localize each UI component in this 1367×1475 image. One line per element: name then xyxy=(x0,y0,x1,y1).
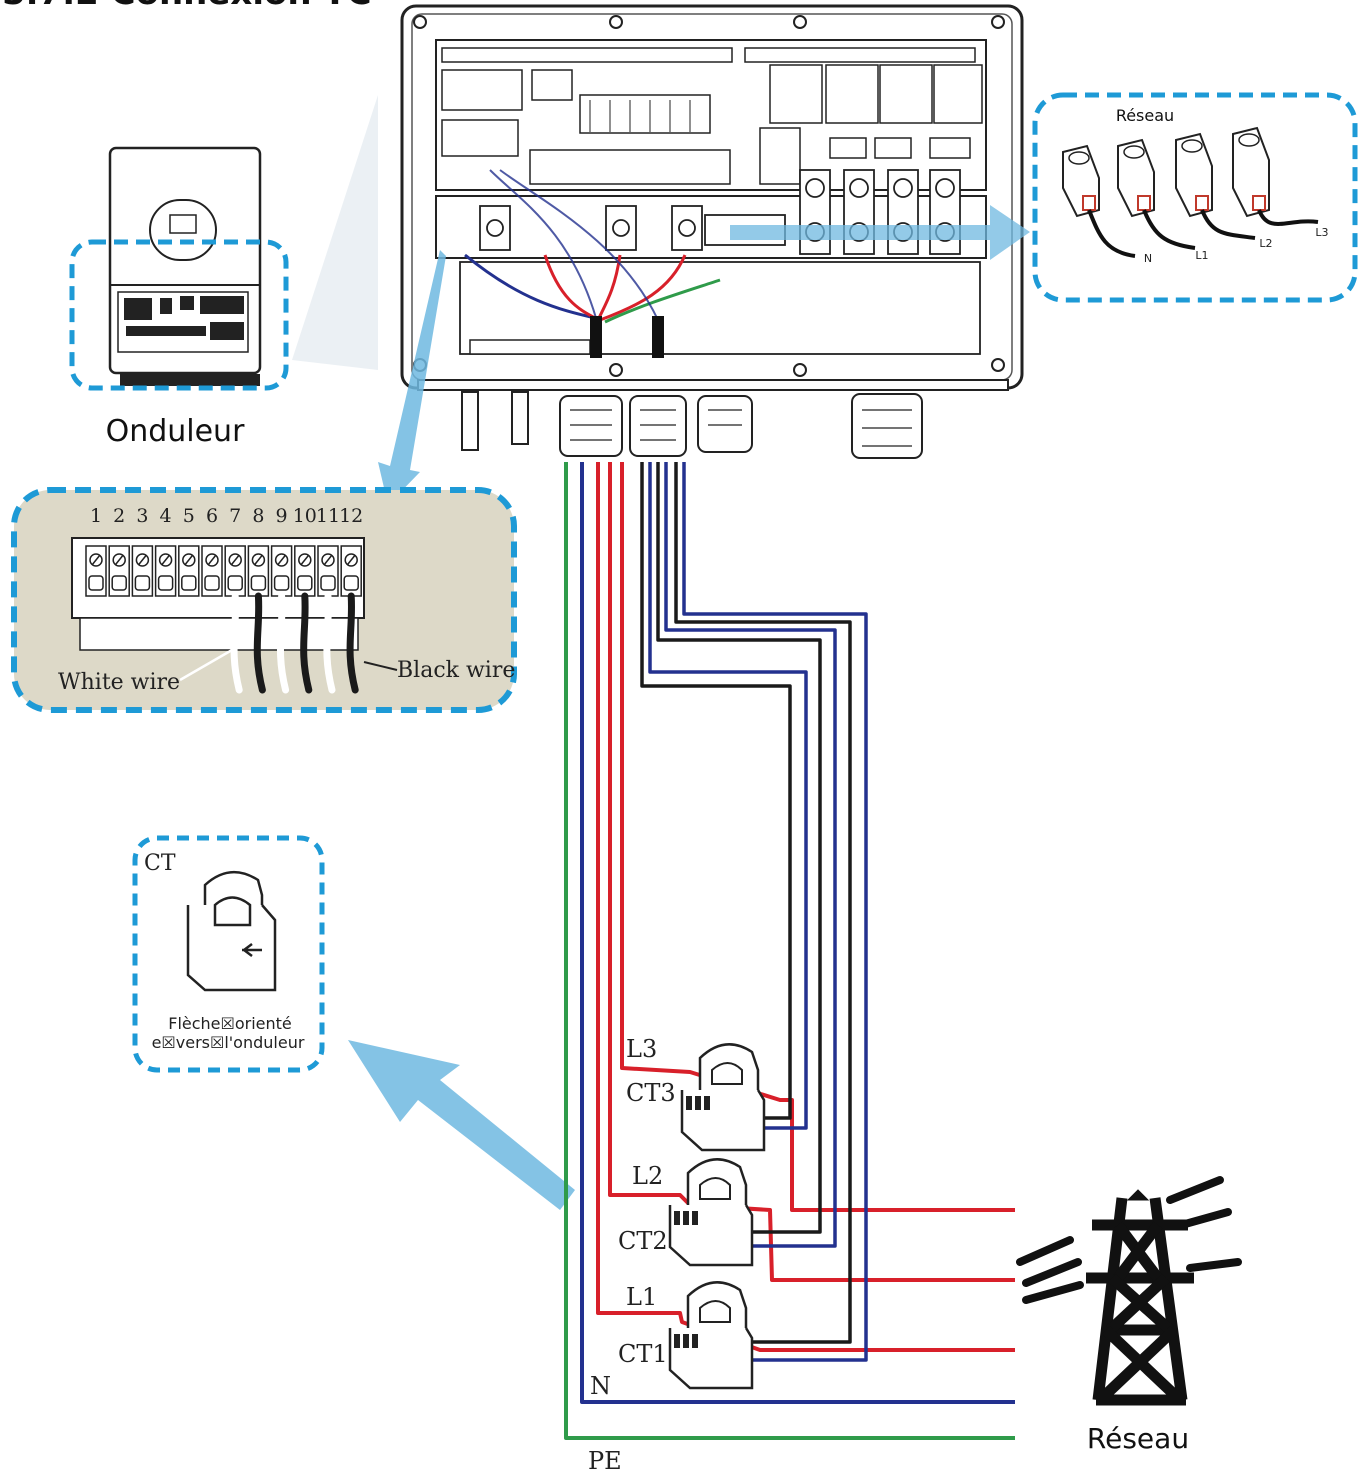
terminal-pin-10: 10 xyxy=(293,505,317,597)
ct-clamp-group xyxy=(668,1043,766,1390)
l1-wire xyxy=(596,462,1015,1352)
grid-terminal-label: L2 xyxy=(1259,237,1272,250)
ct3-blue-wire xyxy=(648,462,808,1130)
black-wire-label: Black wire xyxy=(397,658,515,683)
ct-note-line2: e☒vers☒l'onduleur xyxy=(152,1033,305,1052)
terminal-pin-12: 12 xyxy=(339,505,363,597)
ct2-blue-wire xyxy=(664,462,837,1248)
white-wire xyxy=(323,592,336,694)
grid-terminal-l3: L3 xyxy=(1232,126,1329,239)
terminal-pin-number: 9 xyxy=(276,505,288,527)
l3-wire xyxy=(620,462,1015,1212)
terminal-pin-2: 2 xyxy=(108,505,130,597)
grid-terminal-title: Réseau xyxy=(1116,106,1174,125)
inverter-label: Onduleur xyxy=(106,414,245,449)
terminal-pin-number: 2 xyxy=(113,505,125,527)
grid-terminal-pointer-arrow xyxy=(730,205,1030,260)
inverter-icon xyxy=(108,146,262,386)
terminal-pin-number: 8 xyxy=(252,505,264,527)
ct-clamp-ct1 xyxy=(668,1281,754,1390)
ct-clamp-ct3 xyxy=(680,1043,766,1152)
ct-pointer-arrow xyxy=(348,1040,575,1210)
phase-label-l3: L3 xyxy=(626,1035,657,1063)
grid-terminal-label: L3 xyxy=(1315,226,1328,239)
terminal-pin-11: 11 xyxy=(316,505,340,597)
ct-clamp-ct2 xyxy=(668,1158,754,1267)
terminal-pin-1: 1 xyxy=(85,505,107,597)
terminal-pin-number: 7 xyxy=(229,505,241,527)
grid-terminal-label: N xyxy=(1144,252,1152,265)
ct-label-ct2: CT2 xyxy=(618,1227,668,1255)
grid-terminal-label: L1 xyxy=(1195,249,1208,262)
section-title: 5.7.2 Connexion TC xyxy=(2,0,372,13)
power-pylon-icon xyxy=(1016,1176,1242,1406)
white-wire-leader xyxy=(179,648,233,682)
zoom-wedge xyxy=(292,95,378,370)
phase-label-l1: L1 xyxy=(626,1283,657,1311)
terminal-pin-number: 5 xyxy=(183,505,195,527)
black-wire xyxy=(253,592,266,694)
neutral-label: N xyxy=(590,1372,611,1400)
terminal-block-pointer-arrow xyxy=(378,250,446,505)
terminal-pin-9: 9 xyxy=(270,505,293,597)
grid-terminal-l1: L1 xyxy=(1117,138,1209,262)
ct2-black-wire xyxy=(656,462,822,1234)
terminal-pin-number: 11 xyxy=(316,505,340,527)
inverter-focus-callout xyxy=(69,239,289,391)
black-wire-leader xyxy=(363,661,398,671)
terminal-pin-3: 3 xyxy=(131,505,154,597)
ct-label-ct3: CT3 xyxy=(626,1079,676,1107)
ct-label-ct1: CT1 xyxy=(618,1340,668,1368)
grid-terminal-n: N xyxy=(1062,144,1152,265)
white-wire-label: White wire xyxy=(58,670,180,695)
ct-callout-title: CT xyxy=(144,851,176,876)
terminal-pin-number: 12 xyxy=(339,505,363,527)
phase-label-l2: L2 xyxy=(632,1162,663,1190)
terminal-pin-number: 6 xyxy=(206,505,218,527)
grid-terminal-l2: L2 xyxy=(1175,132,1273,250)
black-wire xyxy=(300,592,313,694)
earth-label: PE xyxy=(588,1447,622,1471)
ct-note-line1: Flèche☒orienté xyxy=(168,1014,292,1033)
white-wire xyxy=(230,592,243,694)
current-transformer-icon xyxy=(186,871,277,992)
white-wire xyxy=(276,592,290,694)
terminal-pin-number: 4 xyxy=(160,505,172,527)
three-phase-wiring xyxy=(564,462,1015,1440)
terminal-pin-number: 10 xyxy=(293,505,317,527)
ct1-black-wire xyxy=(674,462,852,1344)
black-wire xyxy=(346,592,359,694)
l2-wire xyxy=(608,462,1015,1282)
terminal-pin-5: 5 xyxy=(178,505,200,597)
ct1-blue-wire xyxy=(682,462,868,1362)
terminal-pin-8: 8 xyxy=(247,505,270,597)
terminal-pin-number: 1 xyxy=(90,505,102,527)
pe-wire xyxy=(564,462,1015,1440)
ct3-black-wire xyxy=(640,462,792,1120)
terminal-pin-6: 6 xyxy=(201,505,223,597)
terminal-pin-4: 4 xyxy=(154,505,177,597)
grid-terminal-group: N L1 L2 L3 xyxy=(1062,126,1329,265)
terminal-pin-number: 3 xyxy=(136,505,148,527)
grid-label: Réseau xyxy=(1087,1422,1189,1455)
inverter-open-panel xyxy=(400,4,1024,459)
neutral-wire xyxy=(580,462,1015,1404)
